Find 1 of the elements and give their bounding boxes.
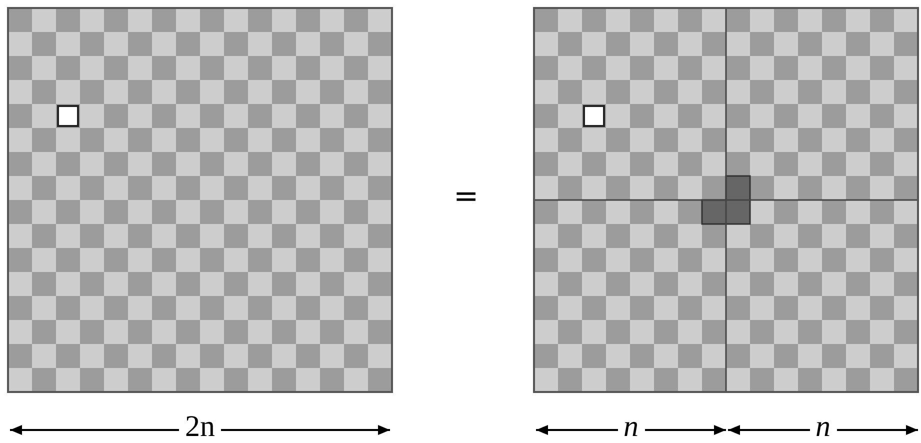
equals-sign: = <box>452 182 480 212</box>
